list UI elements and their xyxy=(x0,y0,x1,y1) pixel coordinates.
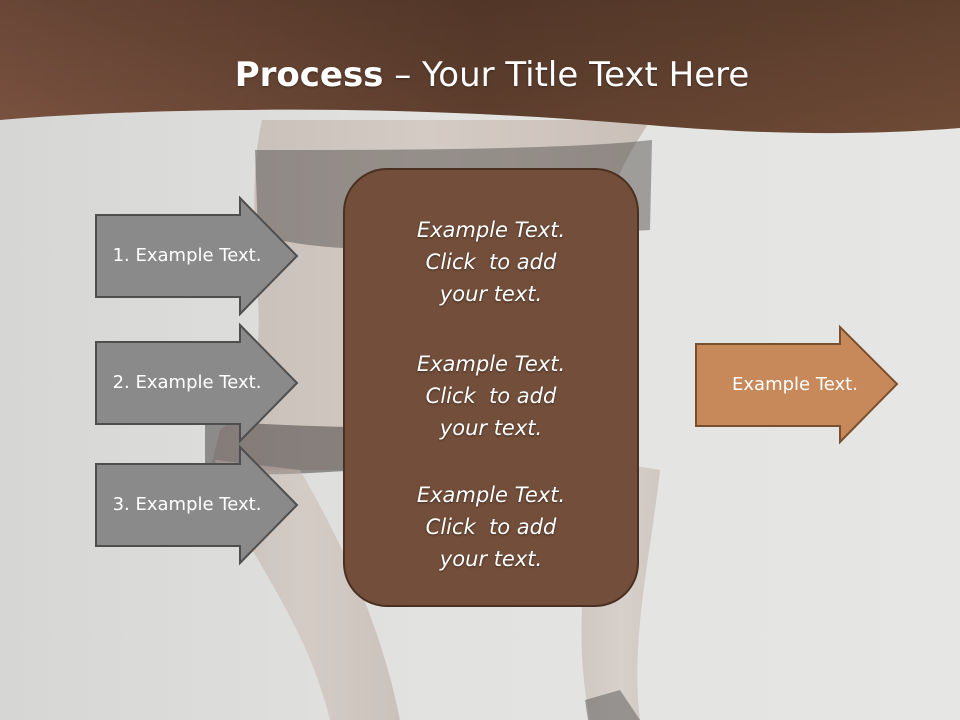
slide-title[interactable]: Process – Your Title Text Here xyxy=(0,52,960,98)
center-line: Example Text. xyxy=(416,218,566,242)
center-paragraph-1: Example Text. Click to add your text. xyxy=(345,214,637,310)
center-paragraph-3: Example Text. Click to add your text. xyxy=(345,479,637,575)
center-paragraph-2: Example Text. Click to add your text. xyxy=(345,348,637,444)
arrow-step-3-label: 3. Example Text. xyxy=(112,494,262,515)
arrow-step-2[interactable]: 2. Example Text. xyxy=(95,322,301,444)
arrow-step-1-label: 1. Example Text. xyxy=(112,245,262,266)
arrow-step-3[interactable]: 3. Example Text. xyxy=(95,444,301,566)
center-line: your text. xyxy=(439,282,543,306)
arrow-step-2-label: 2. Example Text. xyxy=(112,372,262,393)
arrow-shape xyxy=(95,322,299,444)
center-line: Click to add xyxy=(425,250,557,274)
center-line: Click to add xyxy=(425,515,557,539)
center-line: Example Text. xyxy=(416,483,566,507)
center-text-box[interactable]: Example Text. Click to add your text. Ex… xyxy=(343,168,639,607)
arrow-shape xyxy=(695,324,899,445)
arrow-shape xyxy=(95,444,299,566)
arrow-output-label: Example Text. xyxy=(732,374,858,395)
arrow-output[interactable]: Example Text. xyxy=(695,324,901,445)
center-line: Click to add xyxy=(425,384,557,408)
center-line: your text. xyxy=(439,416,543,440)
header-band xyxy=(0,0,960,134)
arrow-step-1[interactable]: 1. Example Text. xyxy=(95,195,301,317)
arrow-shape xyxy=(95,195,299,317)
center-line: Example Text. xyxy=(416,352,566,376)
title-rest-text: – Your Title Text Here xyxy=(383,55,750,95)
title-bold-text: Process xyxy=(234,55,384,95)
center-line: your text. xyxy=(439,547,543,571)
